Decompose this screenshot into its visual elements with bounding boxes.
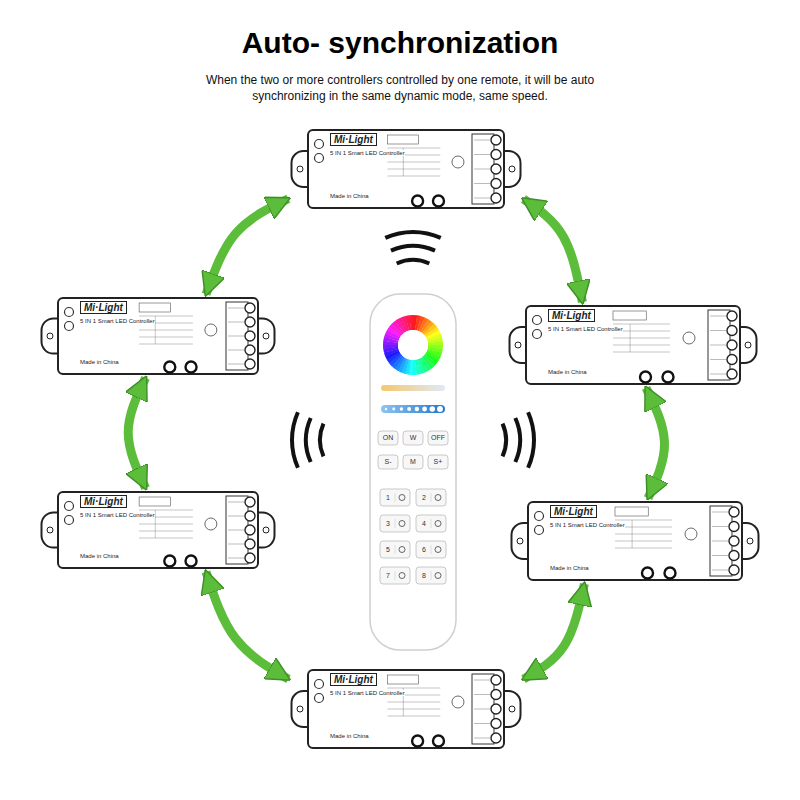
button-label: OFF (431, 434, 445, 442)
signal-wave (320, 424, 323, 457)
signal-wave (292, 412, 298, 467)
function-button (403, 455, 423, 469)
controller-box: Mi·Light 5 IN 1 Smart LED ControllerMade … (40, 490, 276, 570)
color-wheel (428, 341, 443, 345)
controller-box: Mi·Light 5 IN 1 Smart LED ControllerMade … (290, 128, 522, 210)
zone-button (416, 489, 446, 506)
origin-note: Made in China (550, 565, 589, 571)
button-label: W (410, 434, 417, 442)
zone-button (416, 567, 446, 584)
brand-label: Mi·Light (80, 301, 127, 314)
product-name: 5 IN 1 Smart LED Controller (548, 326, 623, 332)
zone-button (380, 515, 410, 532)
function-button (428, 455, 448, 469)
button-label: 5 (386, 546, 390, 554)
product-name: 5 IN 1 Smart LED Controller (550, 522, 625, 528)
function-button (378, 455, 398, 469)
sync-arrow (206, 199, 288, 294)
button-label: S- (385, 458, 392, 466)
controller-housing (40, 296, 276, 376)
origin-note: Made in China (80, 553, 119, 559)
origin-note: Made in China (80, 359, 119, 365)
remote-control: ON W OFF S- M S+ 1 2 3 4 5 6 7 8 (369, 293, 457, 651)
controller-housing (510, 500, 760, 582)
product-name: 5 IN 1 Smart LED Controller (80, 512, 155, 518)
button-label: 6 (422, 546, 426, 554)
sync-arrow (206, 572, 288, 679)
color-wheel (413, 360, 417, 375)
zone-button (416, 541, 446, 558)
origin-note: Made in China (330, 733, 369, 739)
brand-label: Mi·Light (548, 309, 595, 322)
signal-wave (391, 246, 435, 251)
button-label: 1 (386, 494, 390, 502)
signal-wave (385, 232, 440, 238)
sync-arrow (523, 199, 582, 302)
signal-wave (515, 418, 520, 462)
signal-wave (528, 412, 534, 467)
controller-housing (40, 490, 276, 570)
controller-box: Mi·Light 5 IN 1 Smart LED ControllerMade … (510, 500, 760, 582)
product-name: 5 IN 1 Smart LED Controller (330, 690, 405, 696)
title: Auto- synchronization (0, 26, 800, 60)
function-button (428, 431, 448, 445)
brand-label: Mi·Light (330, 673, 377, 686)
sync-arrow (524, 584, 585, 679)
controller-box: Mi·Light 5 IN 1 Smart LED ControllerMade … (40, 296, 276, 376)
button-label: 4 (422, 520, 426, 528)
function-button (378, 431, 398, 445)
button-label: 3 (386, 520, 390, 528)
origin-note: Made in China (330, 193, 369, 199)
color-wheel (409, 315, 413, 330)
zone-button (380, 567, 410, 584)
controller-box: Mi·Light 5 IN 1 Smart LED ControllerMade … (508, 304, 758, 386)
product-name: 5 IN 1 Smart LED Controller (330, 150, 405, 156)
product-name: 5 IN 1 Smart LED Controller (80, 318, 155, 324)
button-label: ON (383, 434, 394, 442)
brand-label: Mi·Light (550, 505, 597, 518)
zone-button (380, 541, 410, 558)
origin-note: Made in China (548, 369, 587, 375)
button-label: 7 (386, 572, 390, 580)
signal-wave (306, 418, 311, 462)
zone-button (380, 489, 410, 506)
signal-wave (503, 424, 506, 457)
sync-arrow (646, 388, 664, 498)
controller-housing (290, 128, 522, 210)
controller-housing (290, 668, 522, 750)
remote-body (369, 293, 457, 651)
sync-arrow (128, 378, 145, 488)
brand-label: Mi·Light (330, 133, 377, 146)
signal-wave (397, 260, 430, 263)
color-wheel (383, 345, 398, 349)
controller-box: Mi·Light 5 IN 1 Smart LED ControllerMade … (290, 668, 522, 750)
button-label: M (410, 458, 416, 466)
controller-housing (508, 304, 758, 386)
function-button (403, 431, 423, 445)
button-label: 8 (422, 572, 426, 580)
brand-label: Mi·Light (80, 495, 127, 508)
button-label: S+ (434, 458, 443, 466)
button-label: 2 (422, 494, 426, 502)
caption: When the two or more controllers control… (190, 72, 610, 104)
zone-button (416, 515, 446, 532)
